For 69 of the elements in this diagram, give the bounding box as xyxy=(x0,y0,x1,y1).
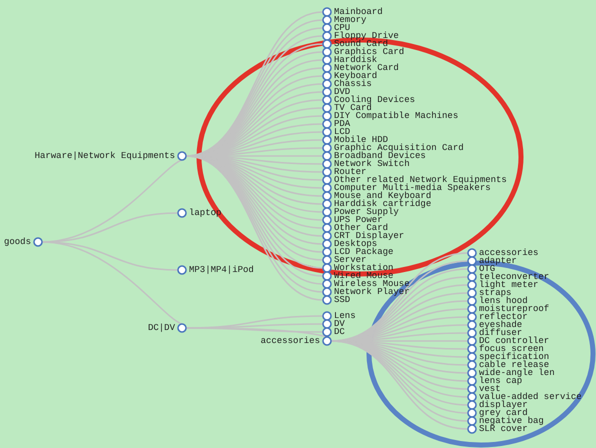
node-label: Harware|Network Equipments xyxy=(34,152,175,160)
node-label: negative bag xyxy=(479,417,544,425)
node-label: Mouse and Keyboard xyxy=(334,192,432,200)
node-label: lens hood xyxy=(479,297,528,305)
node-label: PDA xyxy=(334,120,350,128)
node-label: Other Card xyxy=(334,224,388,232)
node-label: UPS Power xyxy=(334,216,383,224)
node-label: grey card xyxy=(479,409,528,417)
tree-link xyxy=(42,212,178,243)
node-label: adapter xyxy=(479,257,517,265)
node-label: Power Supply xyxy=(334,208,399,216)
node-label: OTG xyxy=(479,265,496,273)
node-label: CRT Displayer xyxy=(334,232,404,240)
node-label: diffuser xyxy=(479,329,522,337)
node-label: Desktops xyxy=(334,240,378,248)
node-label: DC|DV xyxy=(148,324,175,332)
node-label: DC controller xyxy=(479,337,550,345)
node-label: Memory xyxy=(334,16,366,24)
node-label: Harddisk cartridge xyxy=(334,200,432,208)
node-label: specification xyxy=(479,353,550,361)
node-label: wide-angle len xyxy=(479,369,555,377)
node-label: Broadband Devices xyxy=(334,152,426,160)
node-label: lens cap xyxy=(479,377,522,385)
node-label: teleconverter xyxy=(479,273,550,281)
node-label: Workstation xyxy=(334,264,394,272)
node-label: accessories xyxy=(479,249,538,257)
node-label: accessories xyxy=(260,337,320,345)
node-label: vest xyxy=(479,385,501,393)
node-label: eyeshade xyxy=(479,321,522,329)
node-label: Harddisk xyxy=(334,56,378,64)
tree-link xyxy=(42,241,182,325)
node-label: MP3|MP4|iPod xyxy=(189,266,254,274)
node-label: Graphic Acquisition Card xyxy=(334,144,464,152)
node-label: Chassis xyxy=(334,80,372,88)
node-label: DV xyxy=(334,320,345,328)
node-label: focus screen xyxy=(479,345,544,353)
node-label: Network Player xyxy=(334,288,410,296)
node-label: Network Card xyxy=(334,64,399,72)
node-label: cable release xyxy=(479,361,550,369)
node-label: Mobile HDD xyxy=(334,136,388,144)
node-label: goods xyxy=(4,238,31,246)
node-label: Computer Multi-media Speakers xyxy=(334,184,491,192)
node-label: DVD xyxy=(334,88,350,96)
node-label: straps xyxy=(479,289,512,297)
node-label: Cooling Devices xyxy=(334,96,416,104)
node-label: DIY Compatible Machines xyxy=(334,112,458,120)
node-label: light meter xyxy=(479,281,538,289)
node-label: TV Card xyxy=(334,104,372,112)
node-label: Lens xyxy=(334,312,356,320)
node-label: value-added service xyxy=(479,393,582,401)
node-label: Network Switch xyxy=(334,160,410,168)
node-label: CPU xyxy=(334,24,350,32)
node-label: LCD Package xyxy=(334,248,394,256)
node-label: Wireless Mouse xyxy=(334,280,410,288)
node-label: Server xyxy=(334,256,366,264)
node-label: Router xyxy=(334,168,366,176)
node-label: Other related Network Equipments xyxy=(334,176,507,184)
node-label: reflector xyxy=(479,313,528,321)
node-label: Graphics Card xyxy=(334,48,404,56)
node-label: Mainboard xyxy=(334,8,383,16)
node-label: SLR cover xyxy=(479,425,528,433)
node-label: displayer xyxy=(479,401,528,409)
tree-link xyxy=(186,327,328,338)
node-label: LCD xyxy=(334,128,350,136)
node-label: DC xyxy=(334,328,345,336)
node-label: moistureproof xyxy=(479,305,550,313)
node-label: SSD xyxy=(334,296,350,304)
node-label: Keyboard xyxy=(334,72,378,80)
tree-link xyxy=(186,323,323,329)
